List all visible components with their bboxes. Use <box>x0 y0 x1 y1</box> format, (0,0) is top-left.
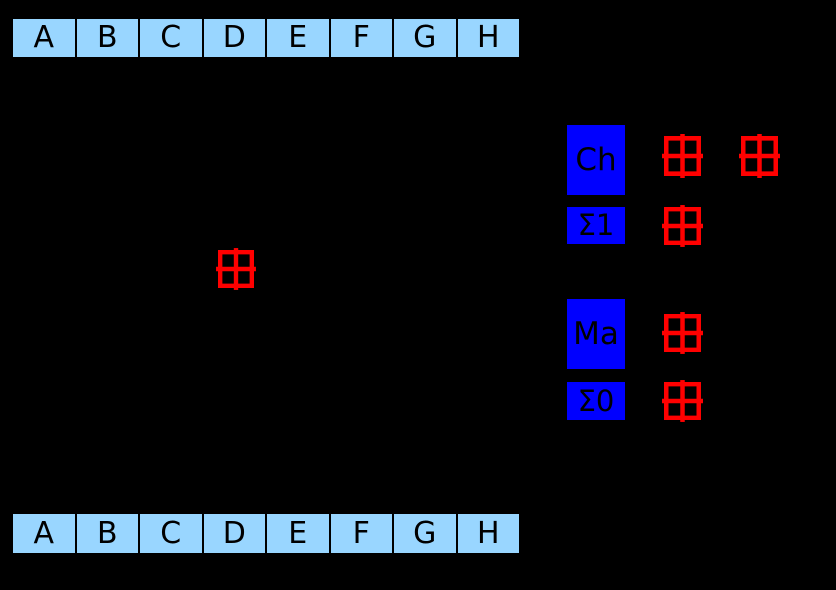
sigma0-function-box: Σ0 <box>567 382 625 420</box>
register-cell-c: C <box>140 514 202 553</box>
boxed-plus-icon <box>662 312 703 354</box>
boxed-plus-icon <box>739 133 780 179</box>
register-cell-a: A <box>13 514 75 553</box>
mod-addition-box-left <box>216 248 256 290</box>
register-cell-f: F <box>330 19 392 57</box>
register-cell-h: H <box>457 19 519 57</box>
mod-addition-box-ch-1 <box>662 133 703 179</box>
ma-function-box: Ma <box>567 299 625 369</box>
register-cell-g: G <box>394 514 456 553</box>
register-cell-d: D <box>203 19 265 57</box>
boxed-plus-icon <box>662 205 703 247</box>
sigma0-function-label: Σ0 <box>577 383 615 418</box>
ma-function-label: Ma <box>573 315 619 352</box>
sigma1-function-box: Σ1 <box>567 207 625 244</box>
ch-function-label: Ch <box>575 141 617 178</box>
boxed-plus-icon <box>662 133 703 179</box>
mod-addition-box-ch-2 <box>739 133 780 179</box>
register-cell-b: B <box>76 514 138 553</box>
register-cell-e: E <box>267 19 329 57</box>
register-cell-h: H <box>457 514 519 553</box>
register-cell-f: F <box>330 514 392 553</box>
register-cell-d: D <box>203 514 265 553</box>
sigma1-function-label: Σ1 <box>577 208 615 242</box>
ch-function-box: Ch <box>567 125 625 195</box>
mod-addition-box-ma <box>662 312 703 354</box>
register-cell-e: E <box>267 514 329 553</box>
register-cell-g: G <box>394 19 456 57</box>
register-cell-b: B <box>76 19 138 57</box>
mod-addition-box-sigma1 <box>662 205 703 247</box>
boxed-plus-icon <box>216 248 256 290</box>
boxed-plus-icon <box>662 380 703 422</box>
mod-addition-box-sigma0 <box>662 380 703 422</box>
register-cell-a: A <box>13 19 75 57</box>
register-cell-c: C <box>140 19 202 57</box>
